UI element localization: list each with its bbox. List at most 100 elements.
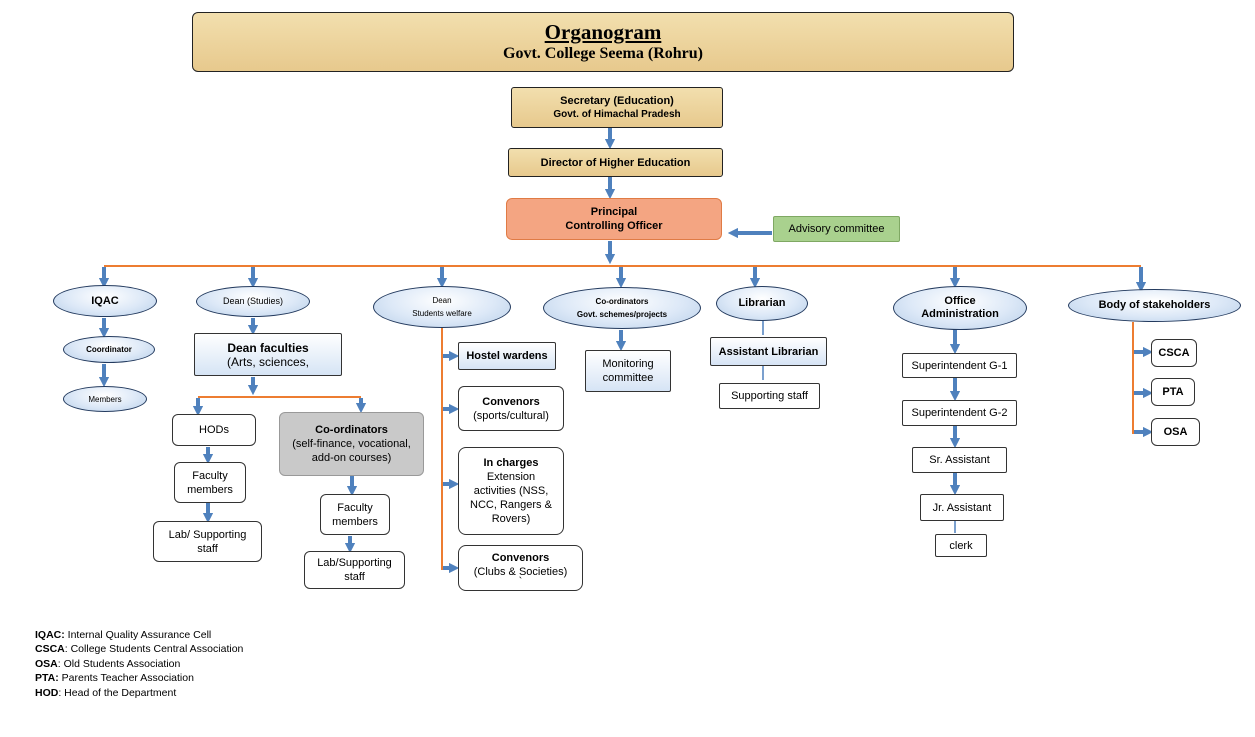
convenors-clubs-line-3: `	[518, 576, 523, 588]
legend-key: IQAC:	[35, 629, 65, 641]
stakeholders-label: Body of stakeholders	[1098, 299, 1211, 311]
legend-item: OSA: Old Students Association	[35, 657, 243, 671]
node-hods: HODs	[172, 414, 256, 446]
node-librarian: Librarian	[716, 286, 808, 321]
faculty-members-2-line-1: Faculty	[337, 501, 373, 514]
dean-studies-label: Dean (Studies)	[222, 296, 284, 306]
principal-line-2: Controlling Officer	[565, 220, 663, 232]
coordinator-label: Coordinator	[86, 345, 132, 354]
coordinators-courses-line-2: (self-finance, vocational,	[292, 438, 411, 450]
node-coordinators-schemes: Co-ordinators Govt. schemes/projects	[543, 287, 701, 329]
node-assistant-librarian: Assistant Librarian	[710, 337, 827, 366]
librarian-label: Librarian	[738, 297, 786, 309]
convenors-clubs-line-2: (Clubs & Societies)	[473, 566, 568, 578]
coordinators-schemes-line-1: Co-ordinators	[595, 297, 649, 306]
node-convenors-clubs: Convenors (Clubs & Societies) `	[458, 545, 583, 591]
node-iqac-members: Members	[63, 386, 147, 412]
hods-label: HODs	[199, 424, 229, 436]
convenors-sports-line-2: (sports/cultural)	[473, 409, 549, 422]
osa-label: OSA	[1163, 426, 1188, 438]
node-jr-assistant: Jr. Assistant	[920, 494, 1004, 521]
iqac-label: IQAC	[91, 294, 119, 307]
principal-line-1: Principal	[590, 206, 638, 218]
superintendent-g1-label: Superintendent G-1	[911, 359, 1008, 372]
incharges-line-1: In charges	[483, 457, 539, 469]
node-office-administration: Office Administration	[893, 286, 1027, 330]
legend-key: CSCA	[35, 643, 65, 656]
node-hostel-wardens: Hostel wardens	[458, 342, 556, 370]
pta-label: PTA	[1162, 386, 1184, 398]
node-dean-welfare: Dean Students welfare	[373, 286, 511, 328]
lab-staff-1-line-1: Lab/ Supporting	[168, 528, 247, 541]
convenors-clubs-line-1: Convenors	[491, 552, 550, 564]
node-lab-staff-1: Lab/ Supporting staff	[153, 521, 262, 562]
abbreviation-legend: IQAC: Internal Quality Assurance Cell CS…	[35, 628, 243, 700]
supporting-staff-label: Supporting staff	[731, 390, 808, 402]
legend-text: : Old Students Association	[57, 657, 181, 670]
dean-welfare-line-2: Students welfare	[412, 309, 472, 318]
node-clerk: clerk	[935, 534, 987, 557]
node-dean-studies: Dean (Studies)	[196, 286, 310, 317]
node-iqac: IQAC	[53, 285, 157, 317]
office-line-2: Administration	[921, 308, 999, 320]
node-pta: PTA	[1151, 378, 1195, 406]
lab-staff-2-line-2: staff	[344, 571, 365, 583]
legend-item: HOD: Head of the Department	[35, 686, 243, 700]
node-coordinators-courses: Co-ordinators (self-finance, vocational,…	[279, 412, 424, 476]
node-csca: CSCA	[1151, 339, 1197, 367]
lab-staff-2-line-1: Lab/Supporting	[317, 557, 392, 569]
node-incharges: In charges Extension activities (NSS, NC…	[458, 447, 564, 535]
node-body-of-stakeholders: Body of stakeholders	[1068, 289, 1241, 322]
node-superintendent-g2: Superintendent G-2	[902, 400, 1017, 426]
legend-text: Parents Teacher Association	[58, 672, 194, 685]
secretary-line-2: Govt. of Himachal Pradesh	[553, 108, 681, 120]
incharges-line-4: NCC, Rangers &	[470, 499, 552, 511]
superintendent-g2-label: Superintendent G-2	[911, 407, 1008, 419]
page-title: Organogram	[544, 20, 662, 44]
members-label: Members	[88, 394, 122, 404]
director-label: Director of Higher Education	[540, 156, 691, 169]
faculty-members-1-line-2: members	[187, 483, 233, 496]
legend-item: PTA: Parents Teacher Association	[35, 671, 243, 685]
node-faculty-members-1: Faculty members	[174, 462, 246, 503]
node-director: Director of Higher Education	[508, 148, 723, 177]
node-secretary: Secretary (Education) Govt. of Himachal …	[511, 87, 723, 128]
office-line-1: Office	[944, 295, 976, 307]
incharges-line-5: Rovers)	[491, 513, 531, 525]
node-principal: Principal Controlling Officer	[506, 198, 722, 240]
secretary-line-1: Secretary (Education)	[560, 94, 674, 107]
legend-text: : College Students Central Association	[64, 643, 244, 656]
node-iqac-coordinator: Coordinator	[63, 336, 155, 363]
coordinators-courses-line-3: add-on courses)	[311, 452, 392, 464]
faculty-members-1-line-1: Faculty	[192, 469, 228, 482]
page-subtitle: Govt. College Seema (Rohru)	[503, 45, 703, 62]
incharges-line-3: activities (NSS,	[473, 485, 549, 497]
node-supporting-staff: Supporting staff	[719, 383, 820, 409]
dean-welfare-line-1: Dean	[432, 296, 452, 305]
assistant-librarian-label: Assistant Librarian	[718, 345, 819, 358]
csca-label: CSCA	[1158, 347, 1190, 359]
clerk-label: clerk	[949, 539, 973, 552]
coordinators-schemes-line-2: Govt. schemes/projects	[576, 310, 668, 319]
node-faculty-members-2: Faculty members	[320, 494, 390, 535]
lab-staff-1-line-2: staff	[197, 542, 218, 555]
node-superintendent-g1: Superintendent G-1	[902, 353, 1017, 378]
node-osa: OSA	[1151, 418, 1200, 446]
node-convenors-sports: Convenors (sports/cultural)	[458, 386, 564, 431]
advisory-label: Advisory committee	[788, 223, 885, 235]
legend-key: PTA:	[35, 672, 59, 685]
legend-key: HOD	[35, 686, 59, 699]
convenors-sports-line-1: Convenors	[482, 395, 540, 408]
node-advisory-committee: Advisory committee	[773, 216, 900, 242]
legend-text: Internal Quality Assurance Cell	[64, 629, 212, 641]
coordinators-courses-line-1: Co-ordinators	[315, 424, 388, 436]
jr-assistant-label: Jr. Assistant	[932, 501, 992, 514]
dean-faculties-line-2: (Arts, sciences,	[226, 354, 310, 369]
node-lab-staff-2: Lab/Supporting staff	[304, 551, 405, 589]
legend-item: IQAC: Internal Quality Assurance Cell	[35, 628, 243, 642]
incharges-line-2: Extension	[486, 471, 536, 483]
dean-faculties-line-1: Dean faculties	[227, 340, 309, 355]
title-banner: Organogram Govt. College Seema (Rohru)	[192, 12, 1014, 72]
node-monitoring-committee: Monitoring committee	[585, 350, 671, 392]
